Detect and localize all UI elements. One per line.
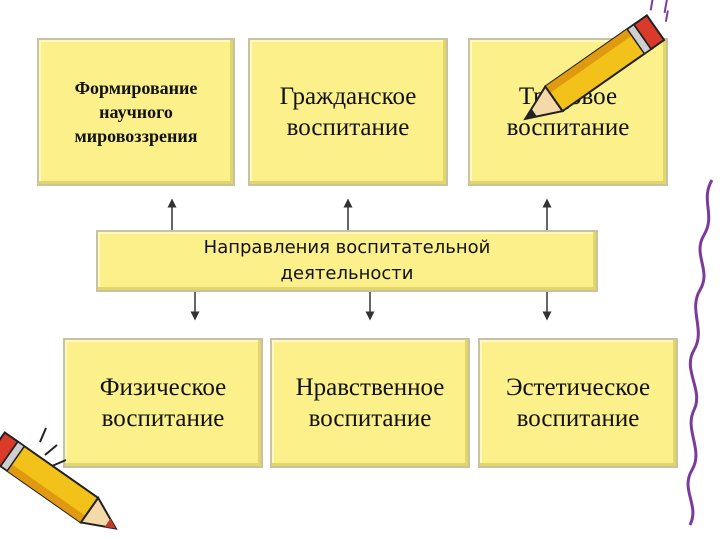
wavy-line-decoration [686,179,714,526]
node-aesthetic-education: Эстетическое воспитание [478,338,678,468]
pencil-icon [523,0,669,121]
node-labor-education: Трудовое воспитание [468,38,668,186]
center-label: Направления воспитательной деятельности [203,237,491,284]
node-label: Формирование научного мировоззрения [74,78,198,146]
node-physical-education: Физическое воспитание [63,338,263,468]
pencil-icon [0,431,118,530]
connectors-down [190,292,552,321]
node-label: Эстетическое воспитание [505,374,651,432]
node-civic-education: Гражданское воспитание [248,38,448,186]
node-scientific-worldview: Формирование научного мировоззрения [37,38,235,186]
node-moral-education: Нравственное воспитание [270,338,470,468]
node-label: Гражданское воспитание [279,83,417,141]
connectors-up [167,198,552,230]
node-label: Физическое воспитание [99,374,227,432]
node-educational-activity-directions: Направления воспитательной деятельности [96,230,598,292]
node-label: Нравственное воспитание [295,374,445,432]
sparkle-icon [39,427,67,467]
